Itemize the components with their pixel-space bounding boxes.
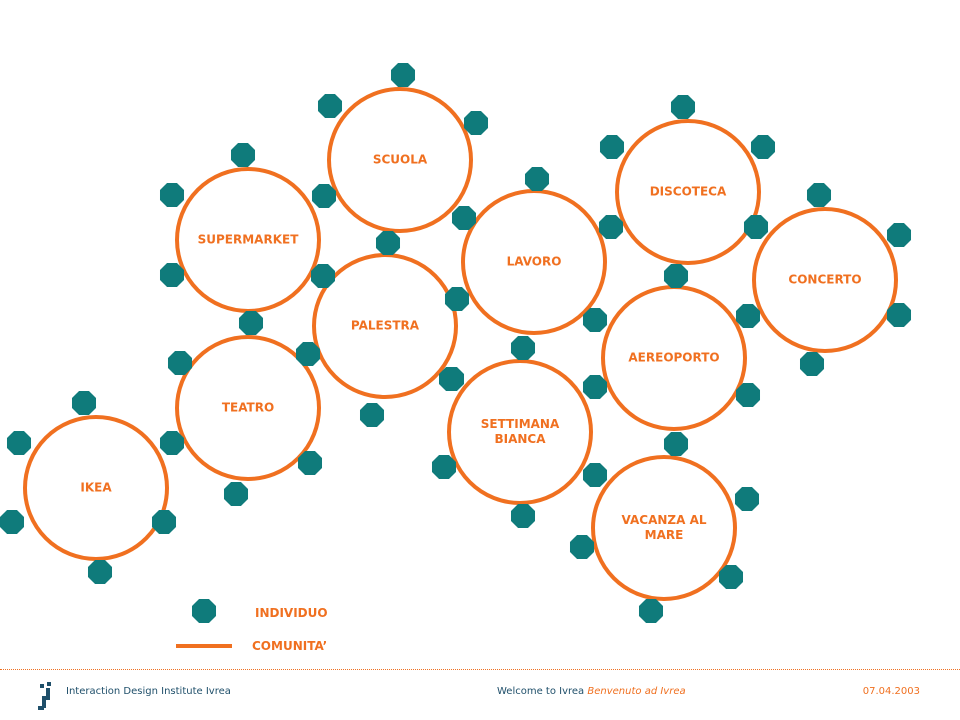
individual-node — [663, 263, 689, 289]
individual-node — [718, 564, 744, 590]
individual-node — [663, 431, 689, 457]
community-label-aereoporto: AEREOPORTO — [628, 350, 720, 365]
footer-divider — [0, 669, 960, 670]
individual-node — [431, 454, 457, 480]
individual-node — [463, 110, 489, 136]
community-ring-teatro — [175, 335, 321, 481]
individual-node — [510, 335, 536, 361]
community-label-settimana-bianca: SETTIMANA BIANCA — [480, 417, 560, 446]
individual-node — [599, 134, 625, 160]
individual-node — [390, 62, 416, 88]
legend-community-label: COMUNITA’ — [252, 639, 328, 653]
individual-node — [151, 509, 177, 535]
community-label-palestra: PALESTRA — [350, 318, 420, 333]
individual-node — [87, 559, 113, 585]
community-ring-ikea — [23, 415, 169, 561]
individual-node — [735, 382, 761, 408]
individual-node — [359, 402, 385, 428]
community-label-ikea: IKEA — [80, 480, 112, 495]
individual-node — [159, 182, 185, 208]
community-ring-concerto — [752, 207, 898, 353]
individual-node — [582, 307, 608, 333]
community-label-concerto: CONCERTO — [788, 272, 862, 287]
legend-individual-label: INDIVIDUO — [255, 606, 328, 620]
individual-node — [6, 430, 32, 456]
individual-node — [734, 486, 760, 512]
individual-node — [167, 350, 193, 376]
individual-node — [375, 230, 401, 256]
community-ring-vacanza-al-mare — [591, 455, 737, 601]
individual-node — [750, 134, 776, 160]
individual-node — [569, 534, 595, 560]
community-label-vacanza-al-mare: VACANZA AL MARE — [621, 513, 707, 542]
individual-node — [582, 374, 608, 400]
individual-node — [310, 263, 336, 289]
community-ring-scuola — [327, 87, 473, 233]
community-label-supermarket: SUPERMARKET — [197, 232, 299, 247]
individual-node — [451, 205, 477, 231]
individual-node — [735, 303, 761, 329]
individual-node — [238, 310, 264, 336]
legend-individual-icon — [191, 598, 217, 624]
individual-node — [295, 341, 321, 367]
community-label-lavoro: LAVORO — [506, 254, 562, 269]
community-ring-settimana-bianca — [447, 359, 593, 505]
individual-node — [524, 166, 550, 192]
individual-node — [582, 462, 608, 488]
individual-node — [670, 94, 696, 120]
individual-node — [598, 214, 624, 240]
individual-node — [71, 390, 97, 416]
footer-welcome-en: Welcome to Ivrea — [497, 686, 585, 697]
footer-date: 07.04.2003 — [862, 686, 920, 697]
ivrea-logo-icon — [38, 682, 54, 716]
footer-welcome-it: Benvenuto ad Ivrea — [587, 686, 686, 697]
individual-node — [638, 598, 664, 624]
individual-node — [311, 183, 337, 209]
individual-node — [223, 481, 249, 507]
individual-node — [159, 430, 185, 456]
individual-node — [159, 262, 185, 288]
individual-node — [297, 450, 323, 476]
individual-node — [317, 93, 343, 119]
community-label-scuola: SCUOLA — [372, 152, 428, 167]
individual-node — [438, 366, 464, 392]
community-label-teatro: TEATRO — [221, 400, 275, 415]
individual-node — [510, 503, 536, 529]
individual-node — [0, 509, 25, 535]
individual-node — [230, 142, 256, 168]
individual-node — [444, 286, 470, 312]
community-ring-discoteca — [615, 119, 761, 265]
footer-institute: Interaction Design Institute Ivrea — [66, 686, 231, 697]
footer-welcome: Welcome to Ivrea Benvenuto ad Ivrea — [497, 686, 686, 697]
individual-node — [799, 351, 825, 377]
individual-node — [886, 222, 912, 248]
individual-node — [806, 182, 832, 208]
individual-node — [886, 302, 912, 328]
community-label-discoteca: DISCOTECA — [649, 184, 727, 199]
individual-node — [743, 214, 769, 240]
